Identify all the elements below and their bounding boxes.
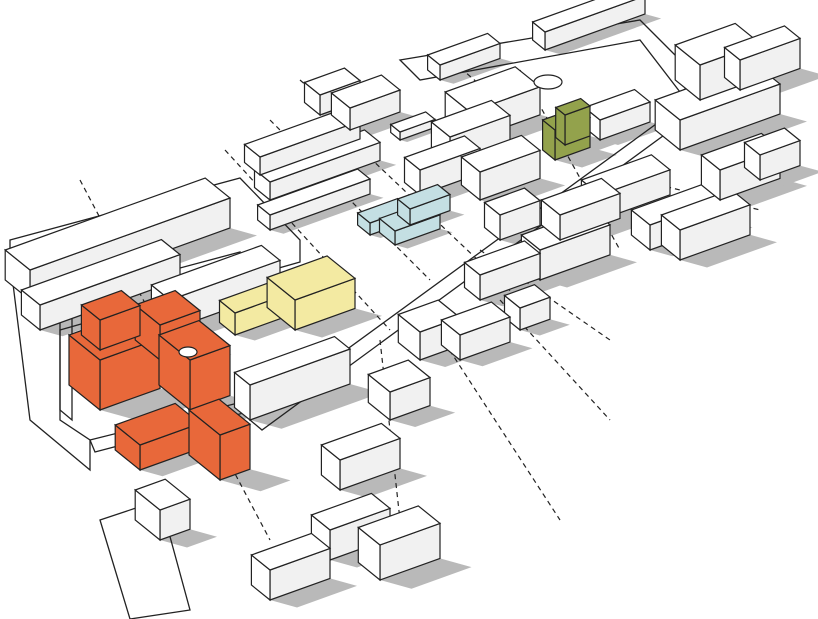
building-roof (396, 183, 452, 210)
white-building (660, 189, 752, 262)
building-shadow (395, 228, 453, 249)
white-building (357, 505, 442, 582)
white-building (250, 532, 332, 602)
building-roof (233, 335, 352, 386)
round-tower (178, 346, 198, 358)
building-roof (440, 301, 512, 336)
building-roof (531, 0, 636, 33)
white-building (483, 187, 542, 242)
white-building (723, 25, 802, 92)
building-shadow (160, 529, 217, 548)
buildings (3, 0, 802, 602)
building-roof (20, 238, 182, 306)
building-shadow (760, 165, 818, 187)
building-shadow (460, 342, 533, 367)
white-building (440, 301, 512, 362)
building-shadow (270, 194, 384, 234)
building-shadow (540, 254, 637, 288)
building-shadow (270, 578, 357, 608)
building-roof (554, 97, 592, 116)
building-shadow (680, 114, 807, 158)
green-highlight-building (554, 97, 592, 147)
building-shadow (440, 58, 514, 84)
building-roof (430, 99, 512, 138)
white-building (20, 238, 182, 332)
white-building (503, 284, 552, 332)
building-shadow (350, 112, 420, 136)
yellow-highlight-building (265, 255, 357, 332)
building-roof (133, 289, 202, 326)
building-shadow (555, 147, 617, 168)
orange-highlight-building (80, 289, 142, 352)
building-shadow (220, 469, 291, 492)
building-roof (743, 127, 802, 156)
white-building (133, 478, 192, 542)
building-roof (426, 32, 502, 66)
building-roof (540, 177, 622, 216)
white-building (330, 74, 402, 132)
building-roof (723, 25, 802, 61)
round-building (533, 74, 563, 90)
white-building (367, 359, 432, 422)
building-roof (357, 505, 442, 546)
building-roof (367, 359, 432, 393)
building-roof (503, 284, 552, 309)
building-shadow (545, 14, 662, 55)
building-shadow (680, 234, 777, 268)
dashed-line (224, 149, 391, 331)
building-shadow (380, 558, 472, 589)
building-roof (330, 74, 402, 109)
building-shadow (520, 319, 570, 336)
building-roof (460, 134, 542, 173)
building-roof (157, 319, 232, 361)
building-roof (303, 67, 362, 96)
building-roof (80, 289, 142, 321)
building-roof (443, 66, 542, 113)
building-roof (256, 168, 372, 216)
building-shadow (295, 308, 382, 338)
building-shadow (390, 405, 456, 427)
white-building (426, 32, 502, 82)
building-roof (187, 398, 252, 436)
white-building (743, 127, 802, 182)
white-building (233, 335, 352, 422)
building-roof (403, 135, 482, 171)
building-roof (133, 478, 192, 511)
orange-highlight-building (113, 402, 202, 472)
blue-highlight-building (396, 183, 452, 227)
white-building (320, 422, 402, 492)
building-roof (3, 177, 232, 271)
building-roof (150, 244, 282, 301)
building-roof (463, 240, 542, 276)
building-roof (250, 532, 332, 571)
building-roof (389, 111, 437, 133)
building-shadow (340, 468, 427, 498)
white-building (389, 111, 437, 142)
orange-highlight-building (187, 398, 252, 482)
building-roof (483, 187, 542, 216)
white-building (397, 299, 462, 362)
building-roof (310, 492, 392, 531)
white-building (531, 0, 646, 52)
building-roof (265, 255, 357, 301)
white-building (463, 240, 542, 302)
white-building (256, 168, 372, 232)
building-roof (320, 422, 402, 461)
building-roof (113, 402, 202, 446)
white-building (460, 134, 542, 202)
building-shadow (250, 384, 382, 429)
white-building (540, 177, 622, 242)
